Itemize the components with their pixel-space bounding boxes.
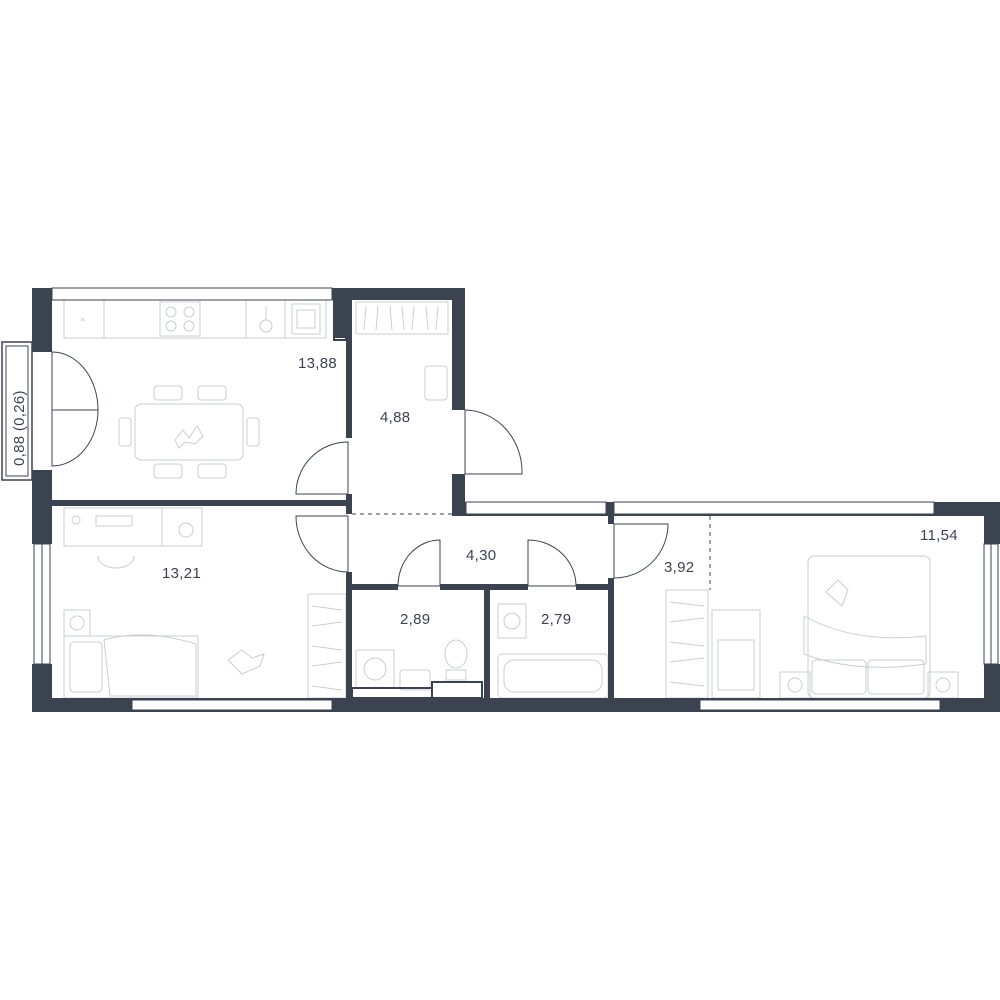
cabinet [711, 609, 761, 699]
kitchen-area-label: 13,88 [298, 355, 337, 372]
lamp-icon [71, 515, 81, 525]
balcony-door [51, 351, 99, 411]
ball-icon [178, 522, 194, 538]
dining-table [134, 403, 244, 461]
chair [197, 385, 227, 401]
toy-icon [227, 649, 265, 675]
hall-area-label: 4,30 [466, 547, 496, 564]
wardrobe-hall-area-label: 3,92 [664, 559, 694, 576]
windows-layer [33, 287, 999, 711]
nightstand [63, 609, 91, 637]
desk-chair [97, 555, 135, 569]
chair [153, 463, 183, 479]
nightstand [779, 671, 811, 699]
furniture-layer: * [63, 299, 959, 699]
entrance-door [464, 409, 523, 475]
balcony [1, 341, 33, 481]
bath-room-area-label: 2,79 [541, 611, 571, 628]
kitchen-door [295, 441, 349, 495]
chair [246, 417, 260, 447]
stove-icon [159, 301, 201, 337]
storage-area-label: 4,88 [380, 409, 410, 426]
bedroom-left-area-label: 13,21 [162, 565, 201, 582]
faucet-icon [259, 319, 273, 333]
storage-shelf [355, 301, 449, 335]
bathtub-room-door [527, 539, 577, 587]
bath-sink [497, 603, 527, 639]
nightstand [927, 671, 959, 699]
balcony-outline [1, 341, 33, 481]
bedroom-door [295, 515, 349, 573]
desk [63, 507, 203, 547]
toilet-icon [444, 639, 468, 669]
area-labels: 13,88 4,88 13,21 4,30 2,89 2,79 3,92 11,… [11, 355, 958, 628]
radiator-icon [424, 365, 448, 401]
bathroom-door [397, 539, 441, 587]
snowflake-icon: * [80, 315, 86, 328]
walls-layer [32, 288, 1000, 712]
bathtub [497, 653, 609, 699]
flowers-icon [174, 425, 204, 449]
bathroom-area-label: 2,89 [400, 611, 430, 628]
hall-door [613, 523, 669, 579]
balcony-area-label: 0,88 (0,26) [11, 390, 28, 466]
chair [118, 417, 132, 447]
kitchen-counter [63, 299, 327, 339]
bedroom-right-area-label: 11,54 [920, 527, 958, 544]
monitor-icon [95, 515, 133, 527]
cat-icon [825, 579, 849, 607]
washing-machine [355, 649, 395, 689]
balcony-door [51, 409, 99, 467]
bathroom-sink [399, 669, 431, 691]
sink-icon [291, 303, 321, 335]
chair [197, 463, 227, 479]
doors-layer [51, 351, 711, 590]
chair [153, 385, 183, 401]
